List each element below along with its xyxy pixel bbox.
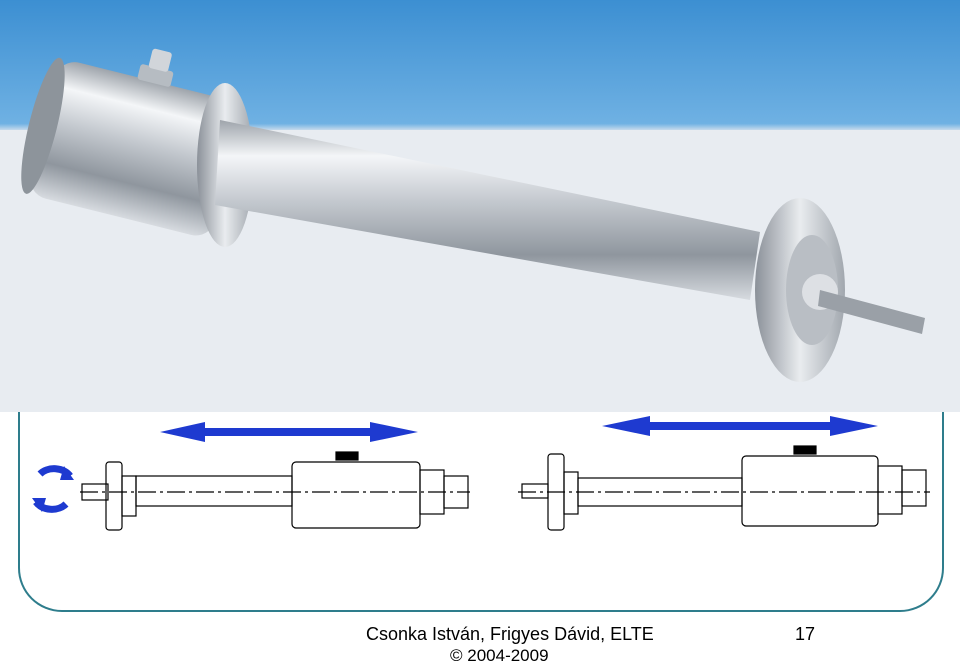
- footer-author: Csonka István, Frigyes Dávid, ELTE: [366, 624, 654, 644]
- body-cylinder: [21, 48, 241, 236]
- manipulator-photo: [0, 0, 960, 412]
- device-right: [518, 445, 930, 531]
- output-shaft: [818, 290, 925, 334]
- footer-copyright: © 2004-2009: [450, 646, 549, 665]
- linear-motion-arrow-left: [160, 422, 418, 442]
- slide-frame: [18, 300, 944, 612]
- linear-motion-arrow-right: [602, 416, 878, 436]
- manipulator-tube: [215, 120, 760, 300]
- device-left: [80, 451, 470, 531]
- page-number: 17: [795, 624, 816, 644]
- motion-diagrams: [32, 416, 930, 531]
